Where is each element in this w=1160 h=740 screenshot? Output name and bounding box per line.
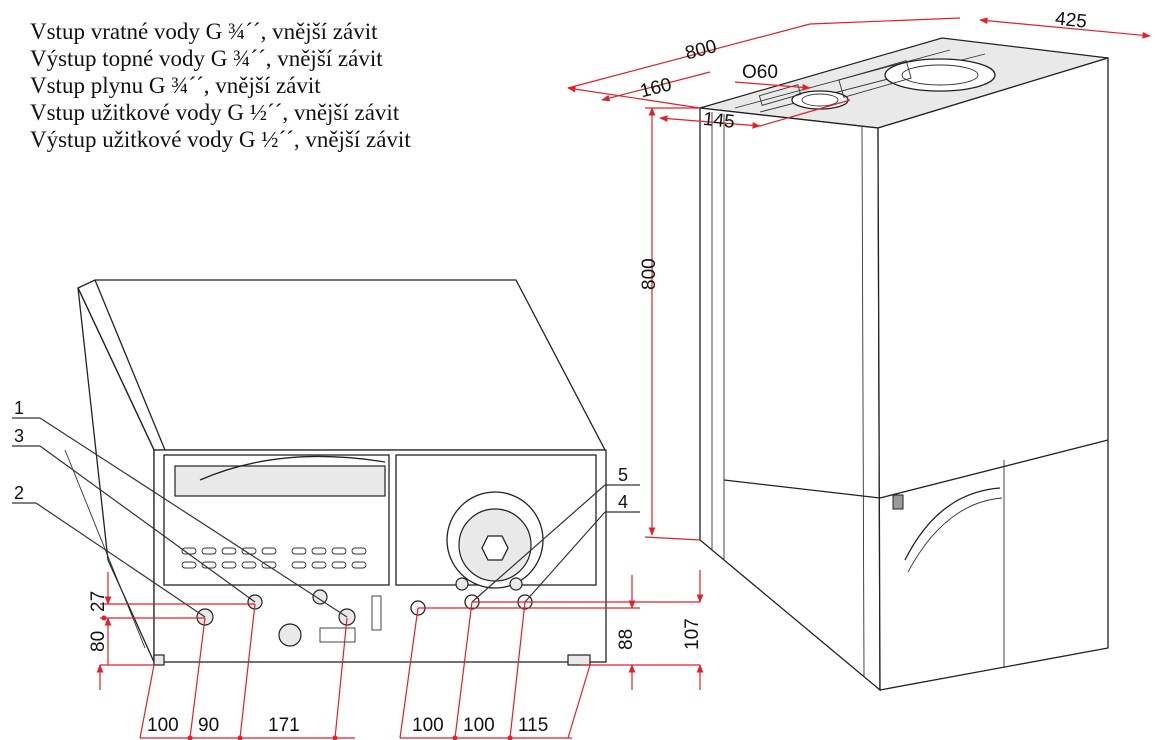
dim-span-90: 90 bbox=[198, 715, 219, 736]
dim-bottom-80: 80 bbox=[88, 631, 109, 652]
connection-legend: Vstup vratné vody G ¾´´, vnější závit Vý… bbox=[30, 18, 411, 153]
legend-item-4: Vstup užitkové vody G ½´´, vnější závit bbox=[30, 100, 400, 125]
dim-top-width: 800 bbox=[683, 36, 719, 64]
boiler-isometric-view bbox=[699, 37, 1109, 692]
legend-item-5: Výstup užitkové vody G ½´´, vnější závit bbox=[30, 127, 411, 152]
dim-flue-depth: 145 bbox=[702, 109, 736, 133]
control-panel-cover bbox=[174, 465, 386, 497]
legend-item-2: Výstup topné vody G ¾´´, vnější závit bbox=[30, 46, 383, 71]
dim-flue-offset: 160 bbox=[638, 74, 674, 102]
callout-2: 2 bbox=[14, 483, 24, 503]
isometric-dimensions: 800 425 160 O60 145 800 bbox=[567, 8, 1151, 541]
legend-item-3: Vstup plynu G ¾´´, vnější závit bbox=[30, 73, 321, 98]
dim-span-100a: 100 bbox=[147, 715, 179, 736]
dim-height: 800 bbox=[639, 258, 660, 290]
dim-span-115: 115 bbox=[518, 715, 548, 736]
dim-bottom-107: 107 bbox=[682, 618, 703, 650]
callout-5: 5 bbox=[618, 465, 628, 485]
dim-span-171: 171 bbox=[268, 715, 300, 736]
casing-top bbox=[77, 279, 607, 451]
dim-flue-diameter: O60 bbox=[742, 62, 778, 83]
dim-span-100b: 100 bbox=[412, 715, 444, 736]
dim-depth: 425 bbox=[1054, 8, 1088, 32]
bottom-dimensions: 27 80 88 107 100 90 171 100 100 115 bbox=[88, 570, 704, 740]
dim-span-100c: 100 bbox=[463, 715, 495, 736]
boiler-side-face bbox=[877, 57, 1109, 691]
flue-opening bbox=[884, 58, 996, 92]
callouts: 1 2 3 4 5 bbox=[12, 398, 640, 618]
callout-1: 1 bbox=[14, 398, 24, 418]
boiler-front-face bbox=[699, 107, 881, 692]
callout-4: 4 bbox=[618, 492, 628, 512]
legend-item-1: Vstup vratné vody G ¾´´, vnější závit bbox=[30, 19, 378, 44]
dim-bottom-27: 27 bbox=[88, 591, 109, 612]
dim-bottom-88: 88 bbox=[616, 629, 637, 650]
callout-3: 3 bbox=[14, 426, 24, 446]
